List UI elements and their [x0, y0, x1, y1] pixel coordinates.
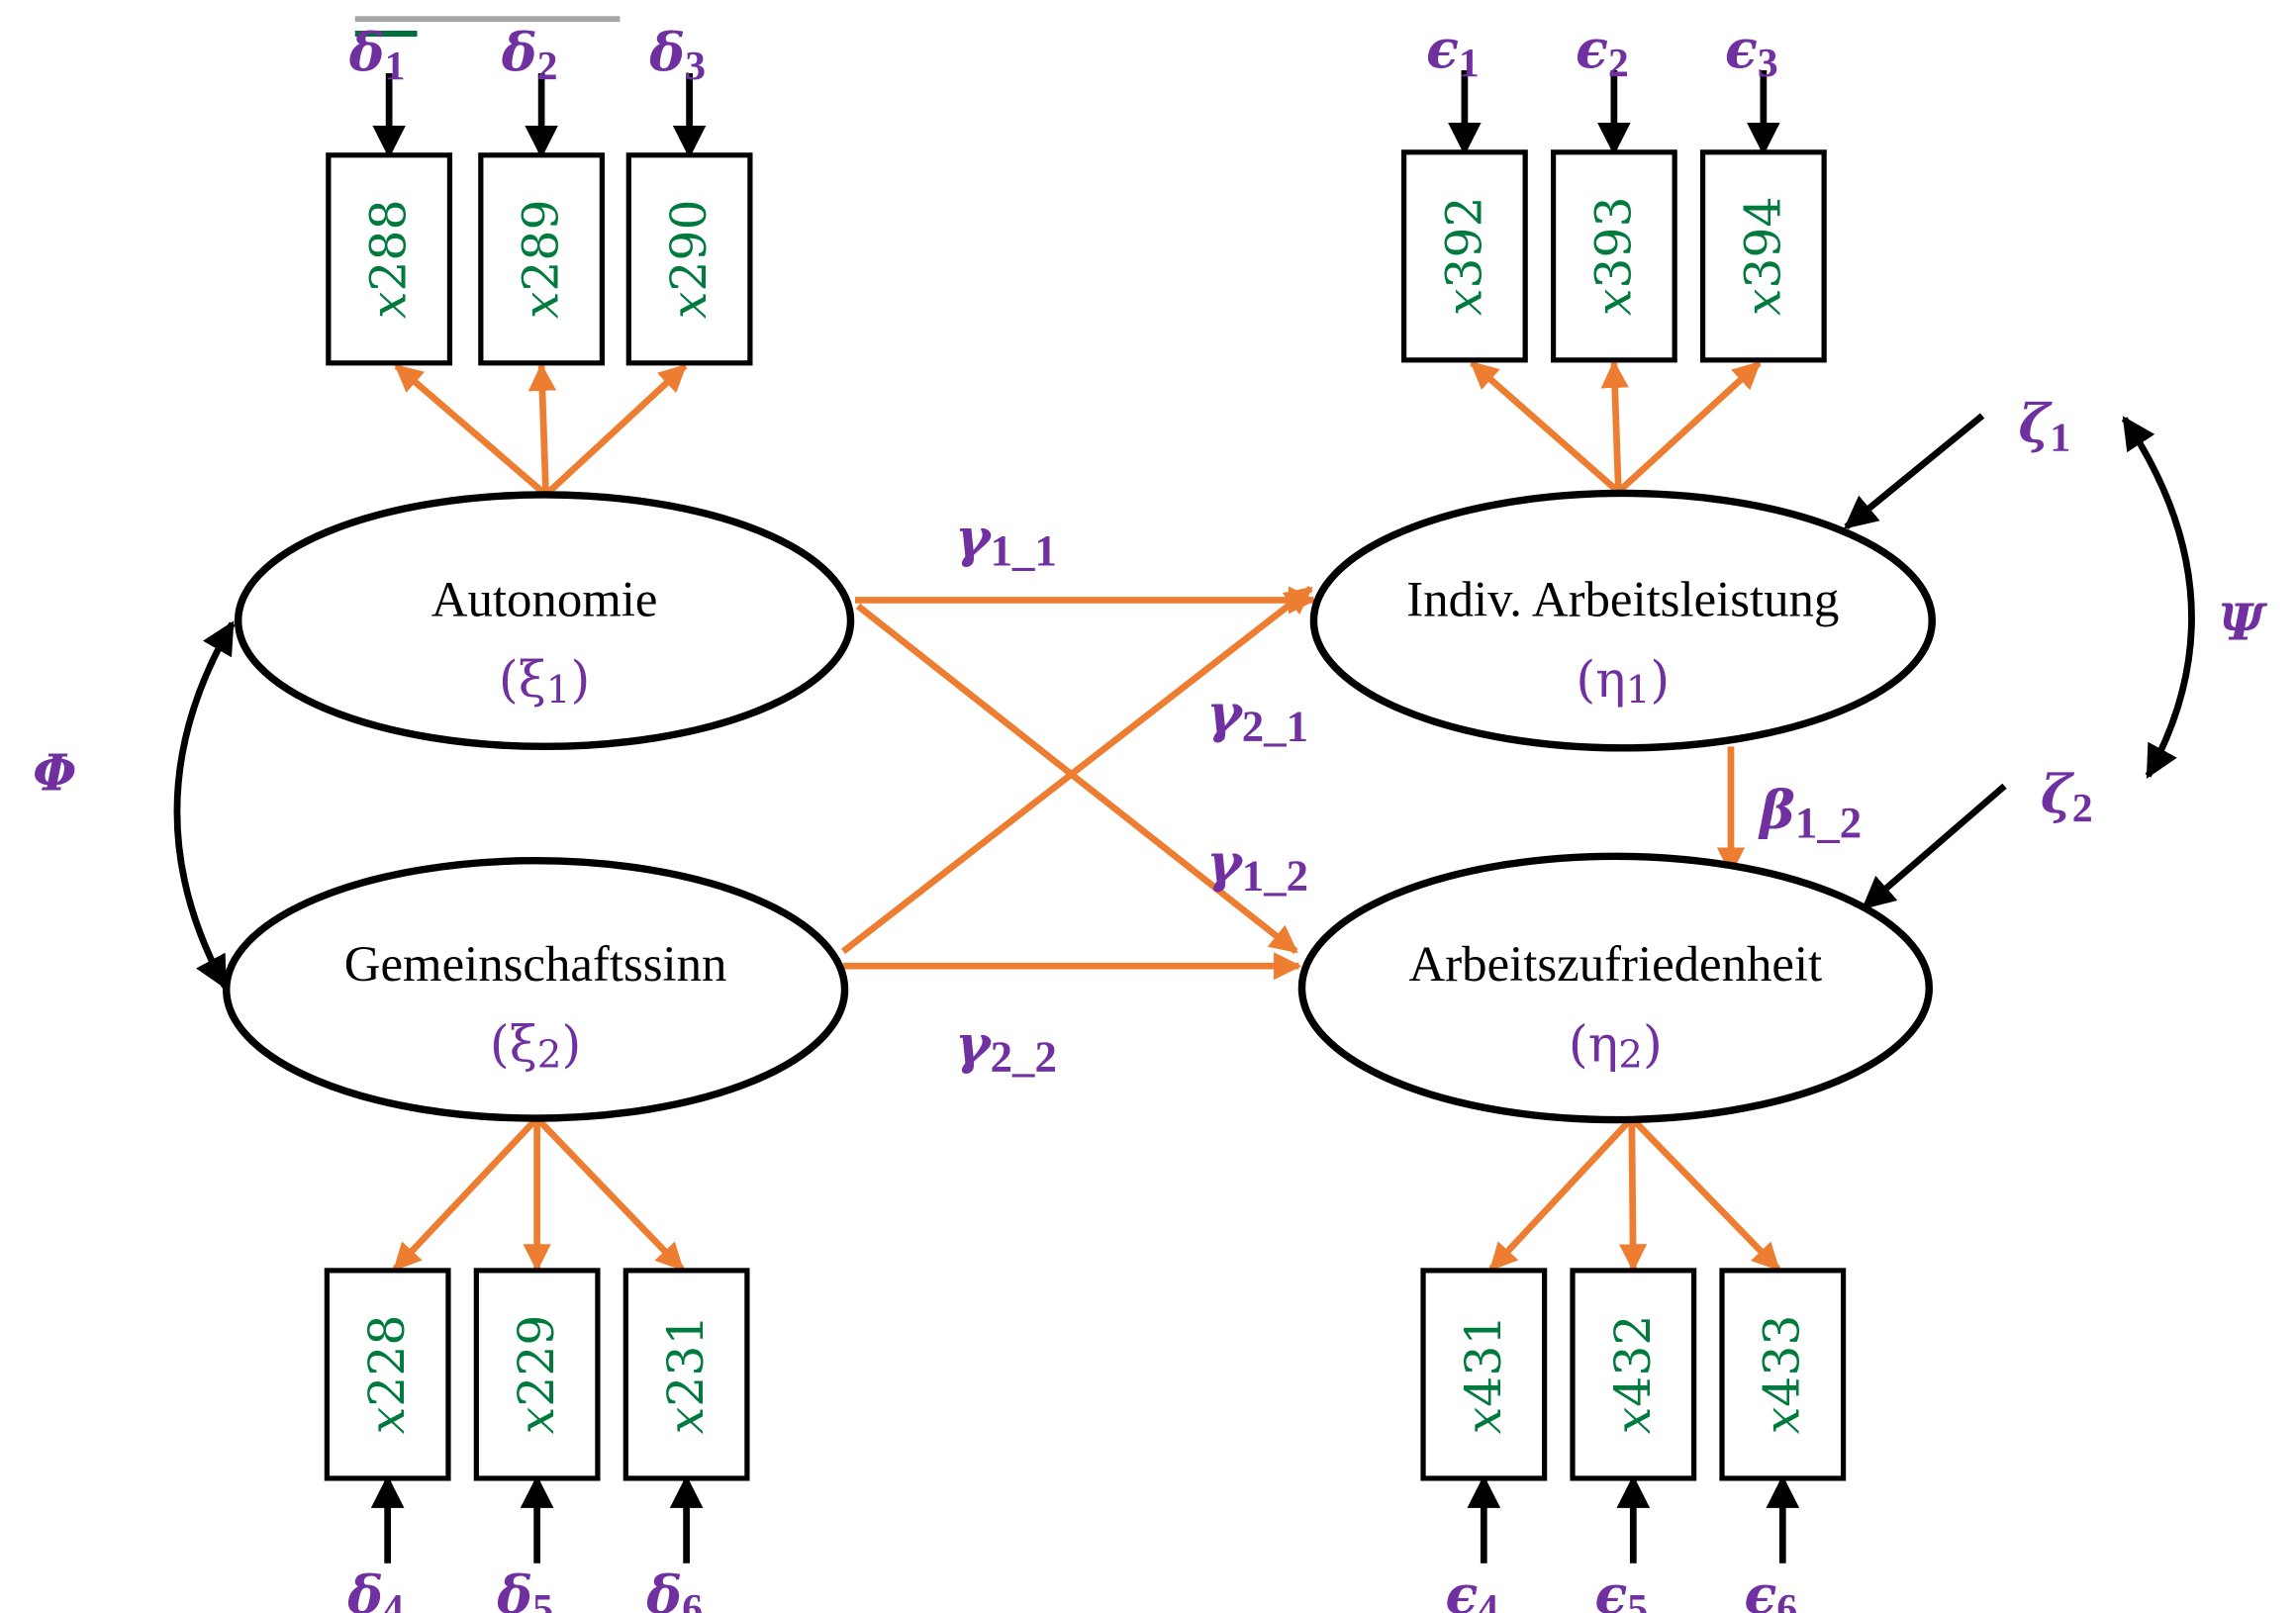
disturbance-label-1: ζ1 — [2018, 393, 2070, 461]
indicator-label-x229: x229 — [508, 1315, 565, 1435]
path-label-γ2_1: γ2_1 — [1206, 683, 1308, 751]
latent-symbol-eta2: (η2) — [1569, 1015, 1663, 1078]
loading-arrow-x228 — [392, 1115, 540, 1272]
loading-arrow-x394 — [1616, 360, 1762, 495]
loading-arrow-x432 — [1618, 1118, 1648, 1273]
error-label-5: δ5 — [496, 1564, 553, 1613]
path-arrow-ksi1-eta2 — [855, 603, 1298, 955]
indicator-box-x289 — [478, 152, 606, 366]
error-label-6: δ6 — [645, 1564, 703, 1613]
latent-name-ksi2: Gemeinschaftssinn — [344, 936, 727, 992]
path-label-γ1_1: γ1_1 — [955, 507, 1057, 575]
indicator-box-x228 — [324, 1268, 451, 1481]
path-label-γ2_2: γ2_2 — [955, 1013, 1057, 1082]
indicator-box-x432 — [1570, 1268, 1697, 1481]
error-label-4: δ4 — [346, 1564, 404, 1613]
indicator-box-x231 — [622, 1268, 750, 1481]
indicator-label-x432: x432 — [1604, 1315, 1662, 1435]
latent-ellipse-ksi2 — [222, 857, 849, 1122]
latent-symbol-ksi2: (ξ2) — [490, 1015, 581, 1078]
indicator-box-x392 — [1400, 149, 1528, 363]
disturbance-arrow-eta2 — [1861, 783, 2007, 910]
loading-arrow-x433 — [1629, 1115, 1781, 1272]
loading-arrow-x290 — [543, 363, 688, 498]
error-label-1: δ1 — [348, 21, 406, 89]
indicator-box-x288 — [326, 152, 453, 366]
indicator-box-x394 — [1699, 149, 1827, 363]
covariance-arrow-ksi1-ksi2 — [173, 620, 236, 990]
disturbance-arrow-eta1 — [1843, 413, 1985, 530]
indicator-box-x393 — [1550, 149, 1677, 363]
loading-arrow-x393 — [1600, 360, 1629, 493]
indicator-label-x228: x228 — [358, 1315, 416, 1435]
path-label-β1_2: β1_2 — [1758, 779, 1862, 847]
indicator-label-x288: x288 — [359, 199, 417, 319]
latent-symbol-eta1: (η1) — [1576, 650, 1670, 712]
indicator-label-x392: x392 — [1435, 197, 1492, 317]
latent-symbol-ksi1: (ξ1) — [499, 650, 590, 712]
indicator-label-x289: x289 — [512, 199, 569, 319]
loading-arrow-x231 — [534, 1115, 685, 1272]
error-label-2: ϵ2 — [1576, 18, 1629, 86]
error-label-1: ϵ1 — [1426, 18, 1480, 86]
indicator-box-x229 — [473, 1268, 601, 1481]
disturbance-label-2: ζ2 — [2041, 763, 2093, 831]
latent-ellipse-ksi1 — [234, 491, 855, 751]
path-arrow-ksi2-eta1 — [840, 585, 1313, 955]
covariance-label-0: Φ — [33, 744, 76, 803]
error-label-2: δ2 — [501, 21, 558, 89]
indicator-label-x394: x394 — [1734, 197, 1791, 317]
error-label-3: ϵ3 — [1725, 18, 1778, 86]
latent-ellipse-eta1 — [1309, 489, 1937, 752]
indicator-label-x393: x393 — [1584, 197, 1642, 317]
error-label-6: ϵ6 — [1744, 1564, 1797, 1613]
error-label-4: ϵ4 — [1446, 1564, 1499, 1613]
error-label-5: ϵ5 — [1595, 1564, 1649, 1613]
loading-arrow-x288 — [394, 363, 548, 498]
latent-ellipse-eta2 — [1297, 852, 1934, 1124]
indicator-label-x433: x433 — [1753, 1315, 1810, 1435]
error-label-3: δ3 — [648, 21, 706, 89]
latent-name-eta1: Indiv. Arbeitsleistung — [1406, 572, 1839, 627]
indicator-box-x290 — [625, 152, 753, 366]
indicator-label-x290: x290 — [660, 199, 718, 319]
indicator-box-x433 — [1719, 1268, 1847, 1481]
latent-name-eta2: Arbeitszufriedenheit — [1409, 936, 1823, 992]
covariance-arrow-zeta1-zeta2 — [2121, 416, 2195, 779]
latent-name-ksi1: Autonomie — [431, 572, 658, 627]
path-label-γ1_2: γ1_2 — [1206, 832, 1308, 901]
indicator-label-x231: x231 — [657, 1315, 715, 1435]
indicator-label-x431: x431 — [1455, 1315, 1512, 1435]
loading-arrow-x431 — [1488, 1115, 1635, 1272]
indicator-box-x431 — [1420, 1268, 1548, 1481]
loading-arrow-x392 — [1470, 360, 1621, 495]
covariance-label-1: Ψ — [2218, 594, 2267, 652]
loading-arrow-x289 — [527, 362, 557, 496]
